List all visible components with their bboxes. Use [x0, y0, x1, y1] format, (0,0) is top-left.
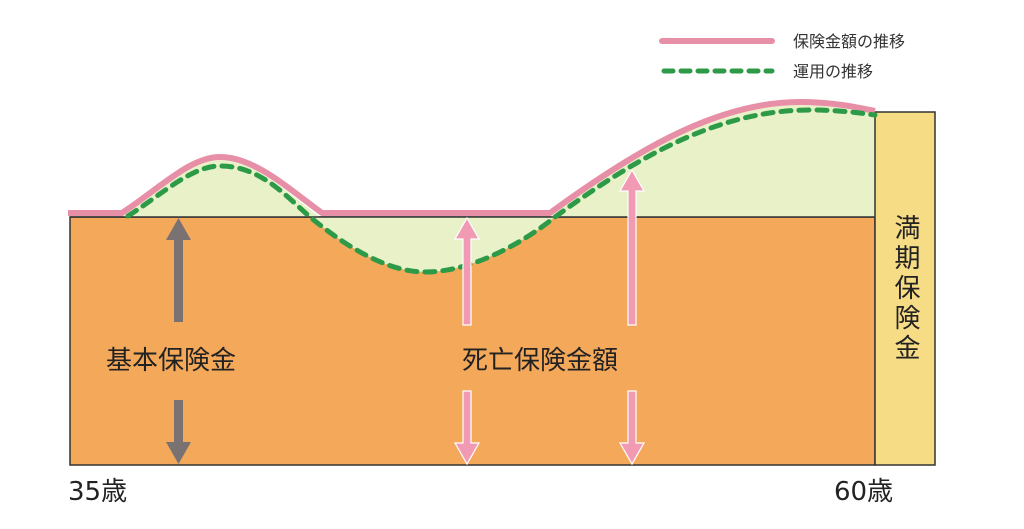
death-benefit-label: 死亡保険金額	[462, 346, 618, 376]
insurance-amount-line	[68, 99, 876, 216]
legend-insurance-label: 保険金額の推移	[793, 32, 905, 51]
legend: 保険金額の推移 運用の推移	[659, 32, 905, 81]
end-age-label: 60歳	[834, 477, 893, 507]
pink-arrow-up-2	[618, 168, 646, 326]
pink-arrow-down-1	[453, 390, 481, 466]
pink-arrow-up-1	[453, 216, 481, 326]
maturity-benefit-label: 満期保険金	[890, 214, 920, 364]
loss-area-dip	[310, 217, 555, 272]
growth-area-hump	[122, 160, 320, 217]
maturity-benefit-bar	[874, 111, 936, 466]
investment-line	[125, 107, 878, 275]
legend-investment-label: 運用の推移	[793, 62, 873, 81]
gray-arrow-up	[166, 218, 191, 322]
gray-arrow-down	[166, 400, 191, 464]
pink-arrow-down-2	[618, 390, 646, 466]
start-age-label: 35歳	[68, 477, 127, 507]
basic-insurance-label: 基本保険金	[106, 346, 236, 376]
